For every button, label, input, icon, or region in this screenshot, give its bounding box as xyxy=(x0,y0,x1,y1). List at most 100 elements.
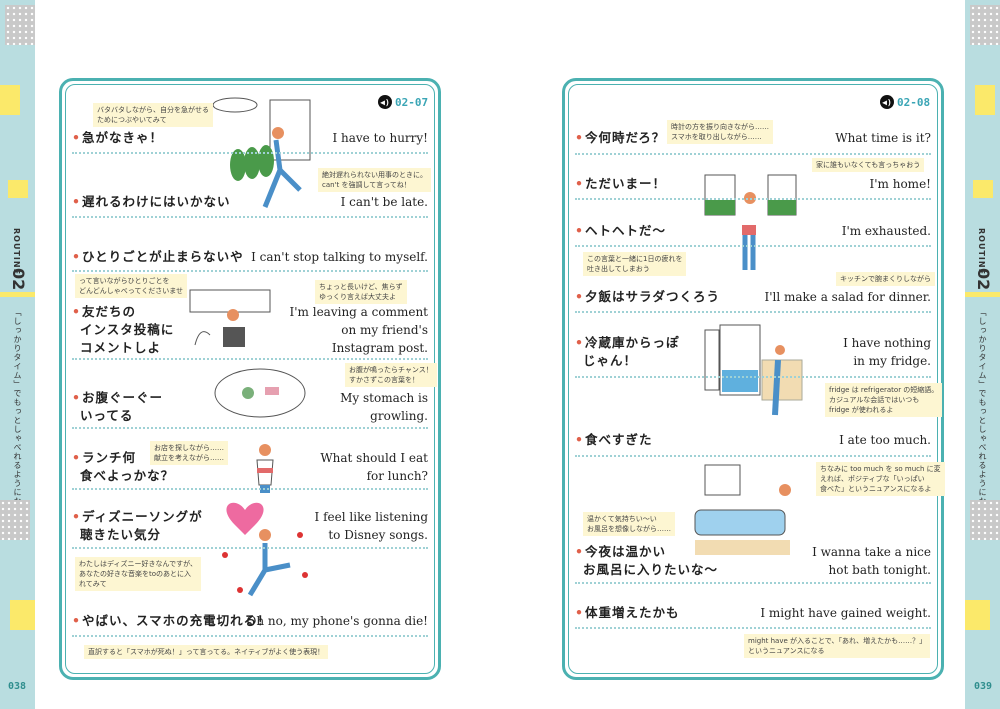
tip-note: 絶対遅れられない用事のときに。 can't を強調して言ってね！ xyxy=(318,168,431,192)
phrase-english-line: growling. xyxy=(370,409,428,423)
phrase-japanese-text: 食べすぎた xyxy=(585,432,653,447)
phrase-japanese-text: 体重増えたかも xyxy=(585,605,680,620)
divider xyxy=(72,547,428,549)
divider xyxy=(575,245,931,247)
audio-track[interactable]: ◀)02-08 xyxy=(880,95,930,109)
pattern-yellow xyxy=(965,292,1000,297)
tip-note-line: 温かくて気持ちい～い xyxy=(587,515,657,523)
bullet-icon: • xyxy=(575,335,584,350)
bullet-icon: • xyxy=(72,304,81,319)
tip-note-line: 絶対遅れられない用事のときに。 xyxy=(322,171,427,179)
tip-note-line: れてみて xyxy=(79,580,107,588)
phrase-japanese-line: •やばい、スマホの充電切れる！ xyxy=(72,612,271,630)
phrase-english-line: hot bath tonight. xyxy=(828,563,931,577)
tip-note-line: この言葉と一緒に1日の疲れを xyxy=(587,255,683,263)
routine-label: ROUTINE xyxy=(12,228,21,276)
tip-note-line: 献立を考えながら…… xyxy=(154,454,224,462)
tip-note-line: お店を探しながら…… xyxy=(154,444,224,452)
divider xyxy=(575,582,931,584)
audio-track[interactable]: ◀)02-07 xyxy=(378,95,428,109)
phrase-japanese: •やばい、スマホの充電切れる！ xyxy=(72,612,271,630)
tip-note-line: can't を強調して言ってね！ xyxy=(322,181,411,189)
tip-note: お店を探しながら…… 献立を考えながら…… xyxy=(150,441,228,465)
illustration-runner xyxy=(210,95,320,219)
divider xyxy=(72,358,428,360)
phrase-japanese-text: ランチ何 xyxy=(82,450,137,465)
bullet-icon: • xyxy=(72,390,81,405)
divider xyxy=(72,216,428,218)
phrase-japanese-text: 冷蔵庫からっぽ xyxy=(585,335,680,350)
phrase-japanese-line: •食べすぎた xyxy=(575,431,653,449)
phrase-japanese-text: お風呂に入りたいな～ xyxy=(583,562,719,577)
phrase-english-line: I might have gained weight. xyxy=(760,606,931,620)
illustration-music xyxy=(210,495,320,609)
tip-note-line: えれば、ポジティブな「いっぱい xyxy=(820,475,925,483)
tip-note-line: 時計の方を振り向きながら…… xyxy=(671,123,769,131)
tip-note: ちなみに too much を so much に変えれば、ポジティブな「いっぱ… xyxy=(816,462,945,496)
tip-note-line: fridge が使われるよ xyxy=(829,406,894,414)
phrase-english-line: I wanna take a nice xyxy=(812,545,931,559)
phrase-japanese-text: 急がなきゃ！ xyxy=(82,130,164,145)
divider xyxy=(575,627,931,629)
tip-note: お腹が鳴ったらチャンス！すかさずこの言葉を！ xyxy=(345,363,437,387)
tip-note: 時計の方を振り向きながら…… スマホを取り出しながら…… xyxy=(667,120,773,144)
phrase-japanese-text: いってる xyxy=(80,408,134,423)
routine-caption: 「しっかりタイム」でもっとしゃべれるようになる xyxy=(978,308,987,515)
tip-note: ちょっと長いけど、焦らずゆっくり言えば大丈夫よ xyxy=(315,280,407,304)
phrase-japanese: •ひとりごとが止まらないや xyxy=(72,248,244,266)
phrase-japanese-text: やばい、スマホの充電切れる！ xyxy=(82,613,271,628)
routine-number: 02 xyxy=(974,268,993,291)
tip-note-line: 家に誰もいなくても言っちゃおう xyxy=(816,161,921,169)
tip-note: バタバタしながら、自分を急がせるためにつぶやいてみて xyxy=(93,103,213,127)
phrase-english: What time is it? xyxy=(835,129,931,147)
phrase-japanese: •遅れるわけにはいかない xyxy=(72,193,231,211)
phrase-japanese: •ディズニーソングが聴きたい気分 xyxy=(72,508,203,544)
tip-note-line: って言いながらひとりごとを xyxy=(79,277,170,285)
bullet-icon: • xyxy=(72,249,81,264)
divider xyxy=(72,270,428,272)
pattern-yellow xyxy=(8,180,28,198)
side-tab-right: ROUTINE 02 「しっかりタイム」でもっとしゃべれるようになる xyxy=(965,0,1000,709)
phrase-english-line: to Disney songs. xyxy=(328,528,428,542)
divider xyxy=(72,635,428,637)
tip-note-line: 直訳すると「スマホが死ぬ！」って言ってる。ネイティブがよく使う表現！ xyxy=(88,648,325,656)
phrase-english-line: I'm home! xyxy=(869,177,932,191)
bullet-icon: • xyxy=(72,450,81,465)
pattern-dots xyxy=(970,5,1000,45)
phrase-english-line: I'm exhausted. xyxy=(841,224,931,238)
phrase-japanese-line: 食べよっかな？ xyxy=(72,467,174,485)
bullet-icon: • xyxy=(575,544,584,559)
pattern-dots xyxy=(0,500,30,540)
tip-note-line: ちょっと長いけど、焦らず xyxy=(319,283,403,291)
phrase-japanese-text: ただいまー！ xyxy=(585,176,667,191)
tip-note-line: スマホを取り出しながら…… xyxy=(671,133,762,141)
phrase-japanese-text: ひとりごとが止まらないや xyxy=(82,249,244,264)
page-number-right: 039 xyxy=(973,681,992,692)
phrase-japanese: •お腹ぐーぐーいってる xyxy=(72,389,163,425)
phrase-english-line: I can't stop talking to myself. xyxy=(251,250,428,264)
phrase-japanese-line: •ただいまー！ xyxy=(575,175,666,193)
phrase-japanese: •冷蔵庫からっぽじゃん！ xyxy=(575,334,680,370)
phrase-japanese: •体重増えたかも xyxy=(575,604,680,622)
phrase-japanese-line: •急がなきゃ！ xyxy=(72,129,163,147)
pattern-yellow xyxy=(975,85,995,115)
audio-track-number: 02-08 xyxy=(897,95,931,109)
bullet-icon: • xyxy=(575,130,584,145)
bullet-icon: • xyxy=(575,605,584,620)
page-number-left: 038 xyxy=(8,681,27,692)
phrase-japanese: •今夜は温かいお風呂に入りたいな～ xyxy=(575,543,718,579)
phrase-japanese-line: コメントしよ xyxy=(72,339,174,357)
tip-note: わたしはディズニー好きなんですが、あなたの好きな音楽をtoのあとに入れてみて xyxy=(75,557,202,591)
phrase-japanese-line: お風呂に入りたいな～ xyxy=(575,561,718,579)
tip-note: might have が入ることで、「あれ、増えたかも……？」というニュアンスに… xyxy=(744,634,931,658)
bullet-icon: • xyxy=(575,432,584,447)
phrase-english-line: I can't be late. xyxy=(340,195,428,209)
phrase-english-line: I have nothing xyxy=(843,336,931,350)
pattern-yellow xyxy=(973,180,993,198)
phrase-japanese-text: 食べよっかな？ xyxy=(80,468,175,483)
tip-note-line: どんどんしゃべってくださいませ xyxy=(79,287,184,295)
